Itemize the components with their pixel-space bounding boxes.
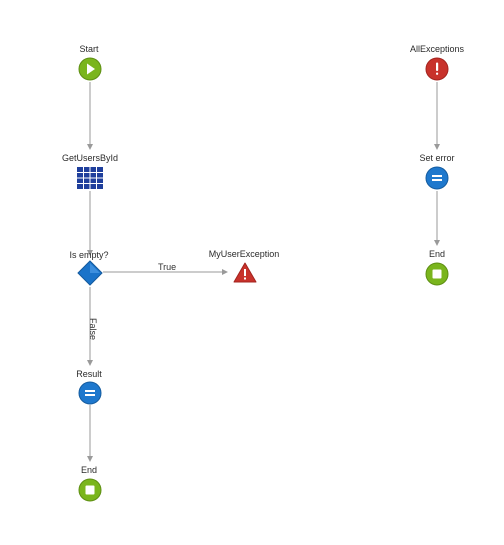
stop-icon[interactable] (78, 478, 102, 502)
myuserexception-label: MyUserException (208, 249, 280, 259)
assign-icon[interactable] (78, 381, 102, 405)
seterror-label: Set error (419, 153, 455, 163)
getusers-label: GetUsersById (61, 153, 119, 163)
isempty-label: Is empty? (69, 250, 109, 260)
error-icon[interactable] (425, 57, 449, 81)
end-right-label: End (428, 249, 446, 259)
start-label: Start (79, 44, 99, 54)
end-left-label: End (80, 465, 98, 475)
stop-icon[interactable] (425, 262, 449, 286)
warning-icon[interactable] (233, 262, 257, 283)
play-icon[interactable] (78, 57, 102, 81)
diamond-icon[interactable] (77, 260, 103, 286)
table-icon[interactable] (77, 167, 103, 189)
true-edge-label: True (158, 262, 177, 272)
false-edge-label: False (88, 318, 98, 341)
assign-icon[interactable] (425, 166, 449, 190)
result-label: Result (76, 369, 102, 379)
allexceptions-label: AllExceptions (409, 44, 465, 54)
